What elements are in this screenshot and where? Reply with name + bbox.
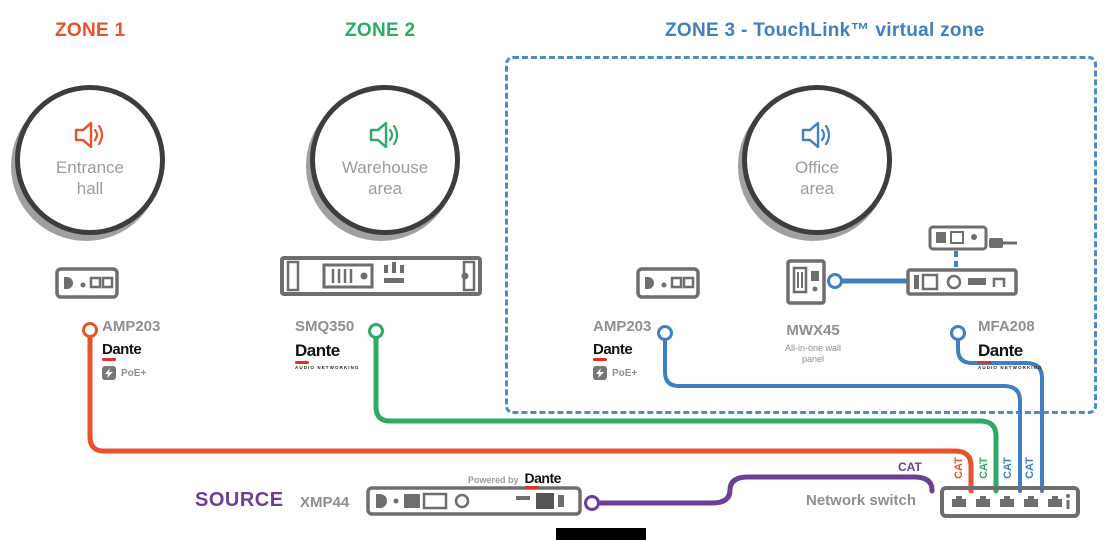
device-caption: All-in-one wall panel [784,343,842,365]
connector-dot-mwx45 [827,273,843,289]
cable-zone3-amp203-to-switch [663,336,1022,493]
connector-dot-xmp44 [584,495,600,511]
speaker-icon [369,121,399,148]
amp203-zone1-label-block: AMP203 Dante PoE+ [102,318,160,380]
smq350-label-block: SMQ350 Dante AUDIO NETWORKING [295,318,360,370]
connector-dot-amp203-zone1 [82,322,98,338]
zone1-title: ZONE 1 [55,20,126,41]
cable-zone2-smq350-to-switch [373,333,999,494]
amp203-zone3-label-block: AMP203 Dante PoE+ [593,318,651,380]
zone2-title: ZONE 2 [345,20,416,41]
amp203-device-zone1 [55,267,119,299]
device-name: MFA208 [978,318,1035,335]
poe-icon [593,366,607,380]
xmp44-device [366,486,582,516]
poe-label: PoE+ [121,367,147,379]
mfa208-device [906,268,1018,296]
speaker-icon [801,121,831,148]
source-label: SOURCE [195,489,284,511]
cat-label-orange: CAT [952,457,965,479]
device-name: AMP203 [102,318,161,335]
connector-dot-amp203-zone3 [657,325,673,341]
bottom-crop-bar [556,528,646,540]
dante-logo: Dante [102,341,142,361]
dante-logo: Dante [593,341,633,361]
dante-logo: Dante [295,341,340,364]
mfa208-label-block: MFA208 Dante AUDIO NETWORKING [978,318,1043,370]
cat-label-blue2: CAT [1023,457,1036,479]
device-name: AMP203 [593,318,652,335]
powered-by-dante: Powered by Dante [468,470,561,489]
device-name: MWX45 [786,322,840,339]
poe-icon [102,366,116,380]
zone3-virtual-zone-boundary [505,56,1097,414]
amp203-device-zone3 [636,267,700,299]
device-name: SMQ350 [295,318,355,335]
dante-logo: Dante [524,470,561,489]
network-switch-device [940,486,1080,518]
zone3-title: ZONE 3 - TouchLink™ virtual zone [665,20,985,41]
cable-mfa208-to-switch [956,336,1044,493]
connector-dot-smq350 [368,323,384,339]
connector-dot-mfa208 [950,325,966,341]
cable-zone1-amp203-to-switch [87,331,974,494]
touch-panel-device [928,225,988,251]
xmp44-label: XMP44 [300,494,350,511]
cat-label-green: CAT [977,457,990,479]
mwx45-label-block: MWX45 All-in-one wall panel [758,322,868,366]
smq350-device [280,256,482,296]
cable-connector-icon [989,238,1017,248]
mwx45-device [786,259,826,305]
cat-label-blue1: CAT [1001,457,1014,479]
dante-caption: AUDIO NETWORKING [295,365,360,370]
speaker-icon [74,121,104,148]
dante-caption: AUDIO NETWORKING [978,365,1043,370]
cable-xmp44-to-switch [595,474,935,506]
cat-label-xmp44: CAT [898,460,922,474]
dante-logo: Dante [978,341,1023,364]
powered-by-text: Powered by [468,475,519,485]
network-switch-label: Network switch [806,492,917,509]
poe-label: PoE+ [612,367,638,379]
